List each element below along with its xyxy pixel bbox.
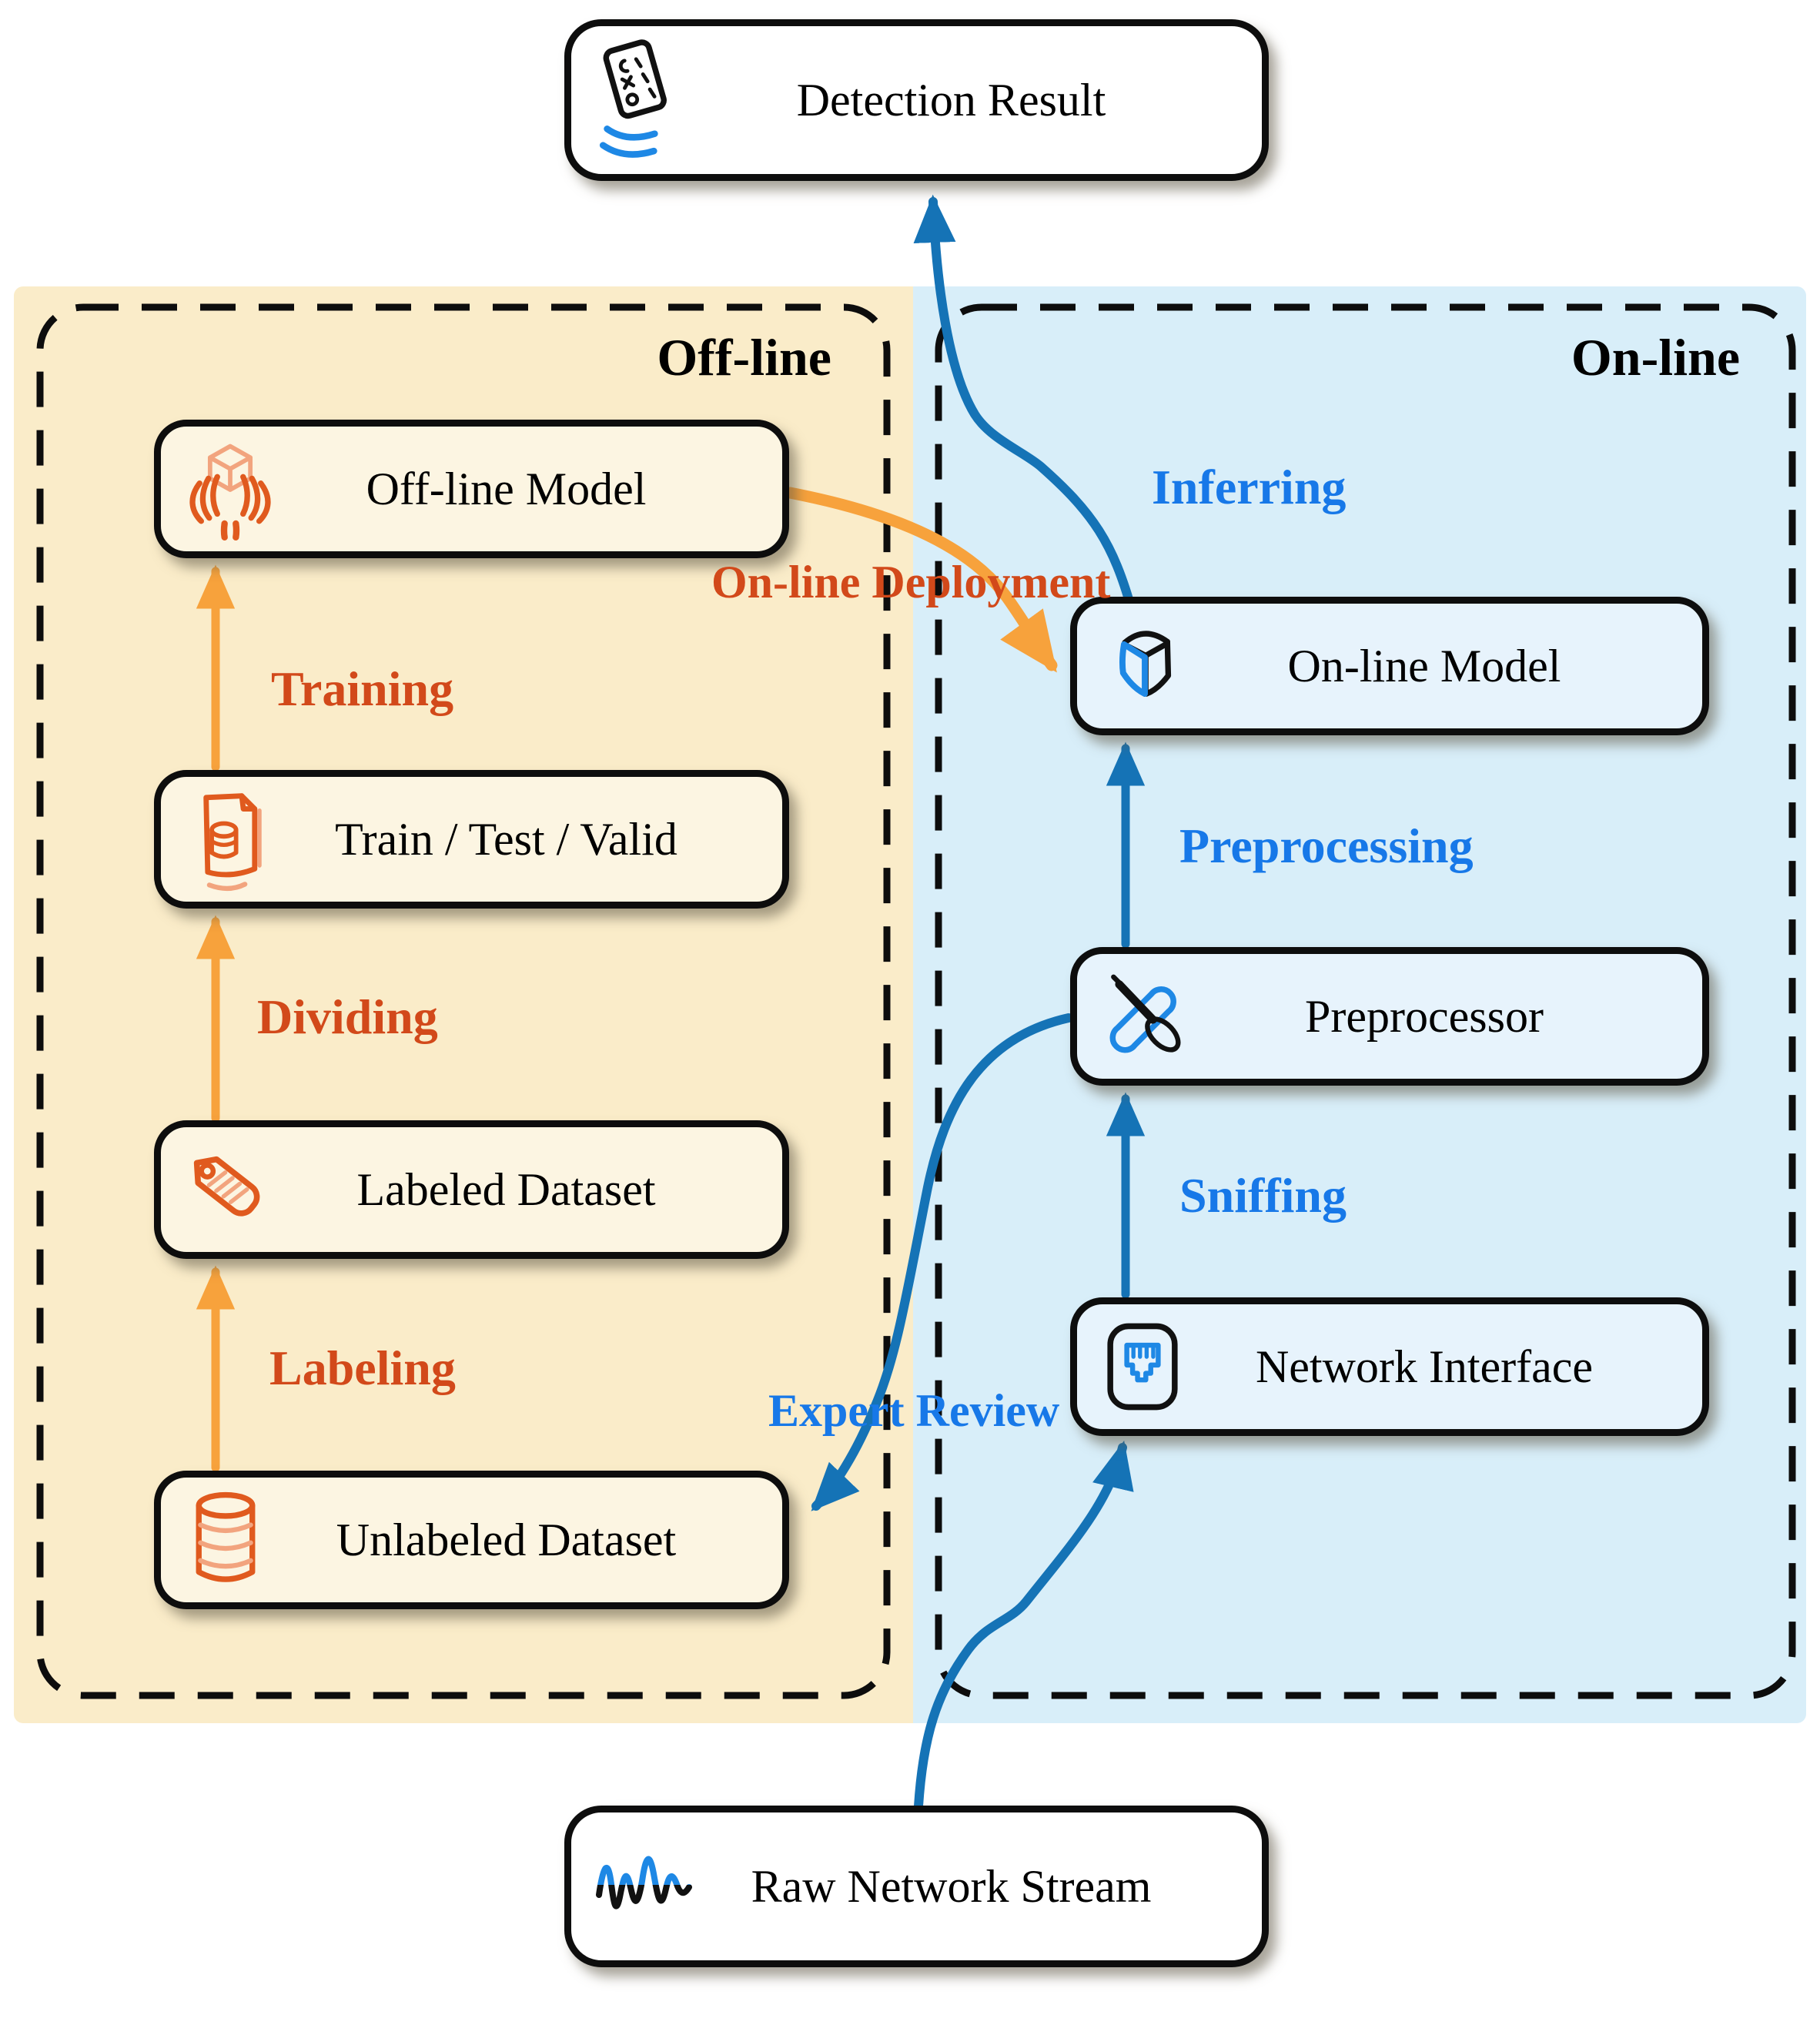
cube-icon <box>1119 631 1172 698</box>
node-preprocessor: Preprocessor <box>1070 947 1709 1086</box>
node-label: Train / Test / Valid <box>335 813 677 865</box>
labeling-label: Labeling <box>269 1341 456 1395</box>
node-label: Network Interface <box>1255 1341 1594 1392</box>
online-deployment-label: On-line Deployment <box>711 557 1111 608</box>
node-label: Preprocessor <box>1305 990 1544 1042</box>
node-label: On-line Model <box>1287 640 1561 691</box>
node-train-test-valid: Train / Test / Valid <box>154 770 789 909</box>
tools-icon <box>1109 974 1181 1053</box>
node-offline-model: Off-line Model <box>154 420 789 558</box>
training-label: Training <box>271 661 454 716</box>
preprocessing-label: Preprocessing <box>1179 818 1474 873</box>
waveform-icon <box>596 1856 692 1910</box>
offline-region-label: Off-line <box>657 328 831 387</box>
node-label: Unlabeled Dataset <box>336 1514 677 1565</box>
ethernet-port-icon <box>1107 1323 1178 1411</box>
node-raw-network-stream: Raw Network Stream <box>564 1806 1269 1967</box>
node-network-interface: Network Interface <box>1070 1297 1709 1436</box>
sniffing-label: Sniffing <box>1179 1168 1347 1223</box>
expert-review-label: Expert Review <box>768 1385 1060 1436</box>
inferring-label: Inferring <box>1152 460 1347 514</box>
node-unlabeled-dataset: Unlabeled Dataset <box>154 1471 789 1609</box>
node-label: Off-line Model <box>366 463 647 514</box>
node-label: Detection Result <box>796 74 1106 126</box>
node-online-model: On-line Model <box>1070 597 1709 735</box>
document-data-icon <box>203 793 262 892</box>
node-label: Raw Network Stream <box>751 1860 1152 1912</box>
hands-cube-icon <box>189 443 271 541</box>
node-label: Labeled Dataset <box>356 1163 656 1215</box>
tag-icon <box>193 1156 260 1217</box>
database-icon <box>196 1491 256 1582</box>
online-region-label: On-line <box>1571 328 1740 387</box>
node-detection-result: Detection Result <box>564 19 1269 181</box>
node-labeled-dataset: Labeled Dataset <box>154 1120 789 1259</box>
checklist-icon <box>599 39 667 158</box>
dividing-label: Dividing <box>257 989 438 1044</box>
